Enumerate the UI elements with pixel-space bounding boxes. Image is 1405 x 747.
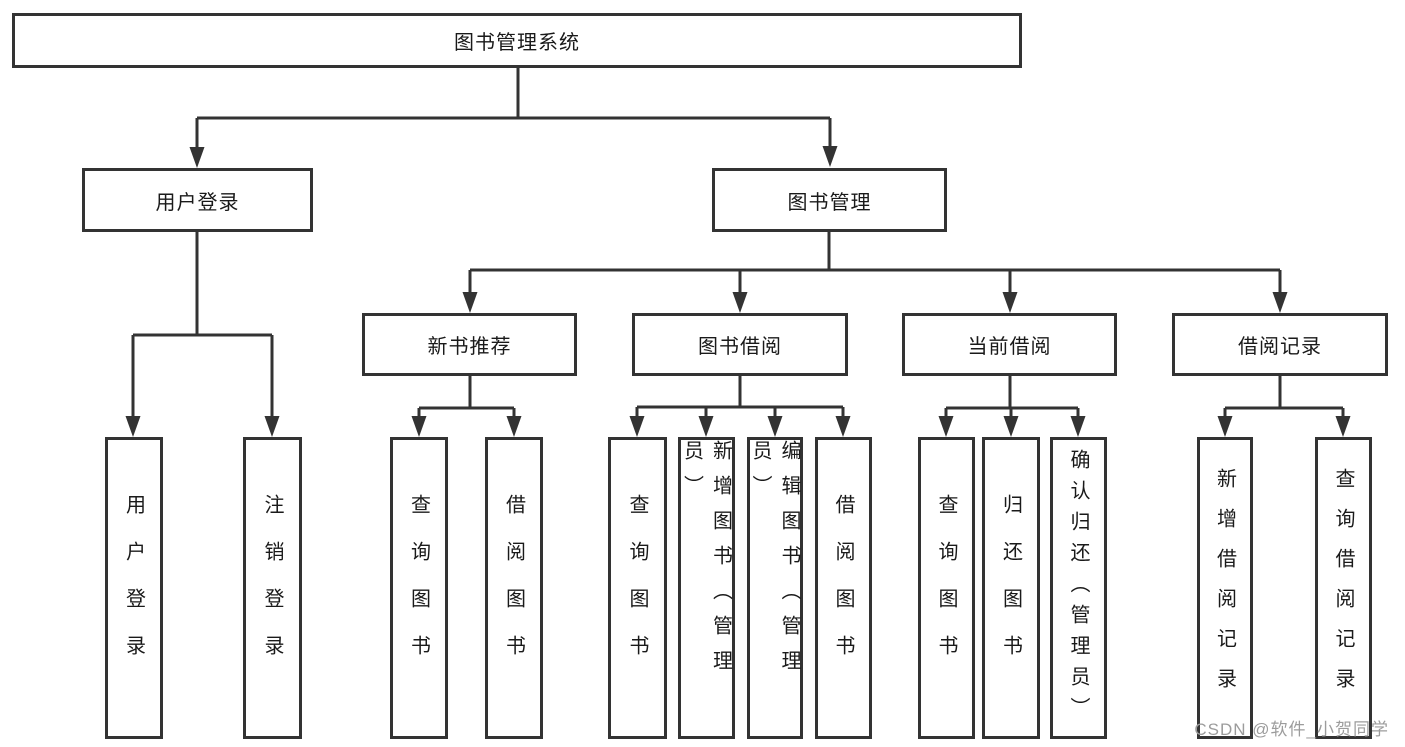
node-new-book-recommendation: 新书推荐 — [362, 313, 577, 376]
leaf-newbook-borrow-books: 借阅图书 — [485, 437, 543, 739]
node-current-borrowing: 当前借阅 — [902, 313, 1117, 376]
leaf-logout: 注销登录 — [243, 437, 302, 739]
node-borrowing-records: 借阅记录 — [1172, 313, 1388, 376]
leaf-current-return-books: 归还图书 — [982, 437, 1040, 739]
leaf-borrowing-borrow-books: 借阅图书 — [815, 437, 872, 739]
node-user-login: 用户登录 — [82, 168, 313, 232]
leaf-user-login: 用户登录 — [105, 437, 163, 739]
leaf-current-confirm-return-admin: 确认归还（管理员） — [1050, 437, 1107, 739]
leaf-records-add-borrow-record: 新增借阅记录 — [1197, 437, 1253, 739]
csdn-watermark: CSDN @软件_小贺同学 — [1194, 720, 1389, 739]
leaf-records-query-borrow-record: 查询借阅记录 — [1315, 437, 1372, 739]
leaf-borrowing-edit-books-admin: 编辑图书（管理员） — [747, 437, 803, 739]
leaf-current-query-books: 查询图书 — [918, 437, 975, 739]
node-book-borrowing: 图书借阅 — [632, 313, 848, 376]
root-node-library-management-system: 图书管理系统 — [12, 13, 1022, 68]
node-book-management: 图书管理 — [712, 168, 947, 232]
leaf-borrowing-query-books: 查询图书 — [608, 437, 667, 739]
leaf-newbook-query-books: 查询图书 — [390, 437, 448, 739]
leaf-borrowing-add-books-admin: 新增图书（管理员） — [678, 437, 735, 739]
